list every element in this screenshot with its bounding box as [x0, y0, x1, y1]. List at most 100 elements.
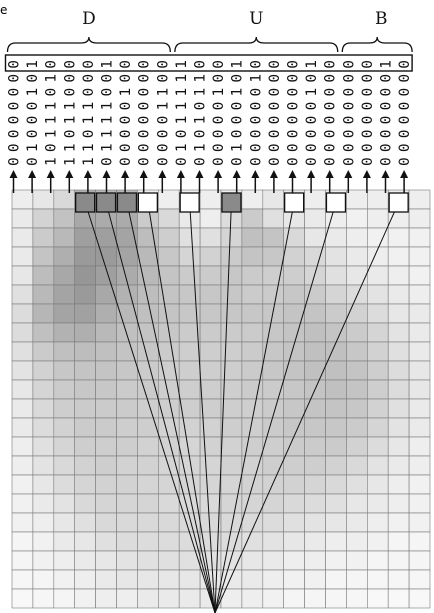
- grid-cell: [158, 190, 179, 209]
- grid-cell: [409, 456, 430, 475]
- grid-cell: [409, 247, 430, 266]
- grid-cell: [54, 342, 75, 361]
- grid-cell: [200, 475, 221, 494]
- code-column: 00000101: [304, 60, 320, 166]
- grid-cell: [409, 589, 430, 608]
- grid-cell: [117, 285, 138, 304]
- grid-cell: [200, 437, 221, 456]
- grid-cell: [33, 266, 54, 285]
- grid-cell: [54, 437, 75, 456]
- grid-cell: [326, 418, 347, 437]
- code-column: 00000000: [341, 60, 357, 166]
- grid-cell: [96, 304, 117, 323]
- grid-cell: [305, 361, 326, 380]
- grid-cell: [96, 532, 117, 551]
- grid-cell: [33, 323, 54, 342]
- grid-cell: [346, 513, 367, 532]
- grid-cell: [33, 209, 54, 228]
- arrow: [270, 170, 278, 193]
- grid-cell: [221, 494, 242, 513]
- sample-square: [222, 193, 241, 212]
- segment-brace: [175, 37, 338, 52]
- grid-cell: [346, 285, 367, 304]
- grid-cell: [158, 304, 179, 323]
- grid-cell: [367, 589, 388, 608]
- grid-cell: [33, 437, 54, 456]
- grid-cell: [409, 323, 430, 342]
- grid-cell: [200, 304, 221, 323]
- grid-cell: [409, 532, 430, 551]
- arrow: [233, 170, 241, 193]
- grid-cell: [96, 475, 117, 494]
- grid-cell: [54, 513, 75, 532]
- segment-label: U: [249, 9, 263, 29]
- grid-cell: [12, 342, 33, 361]
- grid-cell: [96, 513, 117, 532]
- grid-cell: [346, 209, 367, 228]
- grid-cell: [242, 323, 263, 342]
- grid-cell: [284, 247, 305, 266]
- grid-cell: [12, 418, 33, 437]
- grid-cell: [305, 266, 326, 285]
- grid-cell: [221, 228, 242, 247]
- grid-cell: [137, 437, 158, 456]
- grid-cell: [117, 551, 138, 570]
- arrow: [196, 170, 204, 193]
- grid-cell: [54, 323, 75, 342]
- grid-cell: [221, 323, 242, 342]
- grid-cell: [305, 570, 326, 589]
- grid-cell: [75, 513, 96, 532]
- grid-cell: [158, 551, 179, 570]
- grid-cell: [388, 304, 409, 323]
- grid-cell: [326, 304, 347, 323]
- grid-cell: [346, 551, 367, 570]
- grid-cell: [221, 418, 242, 437]
- grid-cell: [367, 304, 388, 323]
- grid-cell: [158, 399, 179, 418]
- grid-cell: [367, 380, 388, 399]
- grid-cell: [179, 437, 200, 456]
- grid-cell: [221, 304, 242, 323]
- grid-cell: [117, 494, 138, 513]
- grid-cell: [346, 247, 367, 266]
- grid-cell: [137, 589, 158, 608]
- grid-cell: [242, 437, 263, 456]
- grid-cell: [12, 361, 33, 380]
- grid-cell: [388, 437, 409, 456]
- grid-cell: [242, 399, 263, 418]
- grid-cell: [75, 437, 96, 456]
- grid-cell: [367, 456, 388, 475]
- grid-cell: [326, 361, 347, 380]
- grid-cell: [158, 494, 179, 513]
- grid-cell: [96, 589, 117, 608]
- grid-cell: [263, 418, 284, 437]
- grid-cell: [200, 209, 221, 228]
- grid-cell: [117, 247, 138, 266]
- sample-square: [76, 193, 95, 212]
- grid-cell: [221, 285, 242, 304]
- code-column: 11011000: [62, 60, 78, 166]
- grid-cell: [388, 570, 409, 589]
- grid-cell: [242, 190, 263, 209]
- sample-square: [97, 193, 116, 212]
- binary-code-columns: 0000000001000101101110101101100011011000…: [6, 55, 414, 166]
- grid-cell: [179, 361, 200, 380]
- arrow: [10, 170, 18, 193]
- grid-cell: [179, 228, 200, 247]
- code-column: 00000000: [286, 60, 302, 166]
- grid-cell: [96, 456, 117, 475]
- grid-cell: [367, 551, 388, 570]
- grid-cell: [284, 475, 305, 494]
- grid-cell: [179, 285, 200, 304]
- grid-cell: [346, 266, 367, 285]
- grid-cell: [221, 399, 242, 418]
- grid-cell: [388, 399, 409, 418]
- grid-cell: [367, 209, 388, 228]
- grid-cell: [263, 228, 284, 247]
- grid-cell: [284, 323, 305, 342]
- grid-cell: [409, 437, 430, 456]
- grid-cell: [54, 304, 75, 323]
- grid-cell: [200, 285, 221, 304]
- grid-cell: [96, 342, 117, 361]
